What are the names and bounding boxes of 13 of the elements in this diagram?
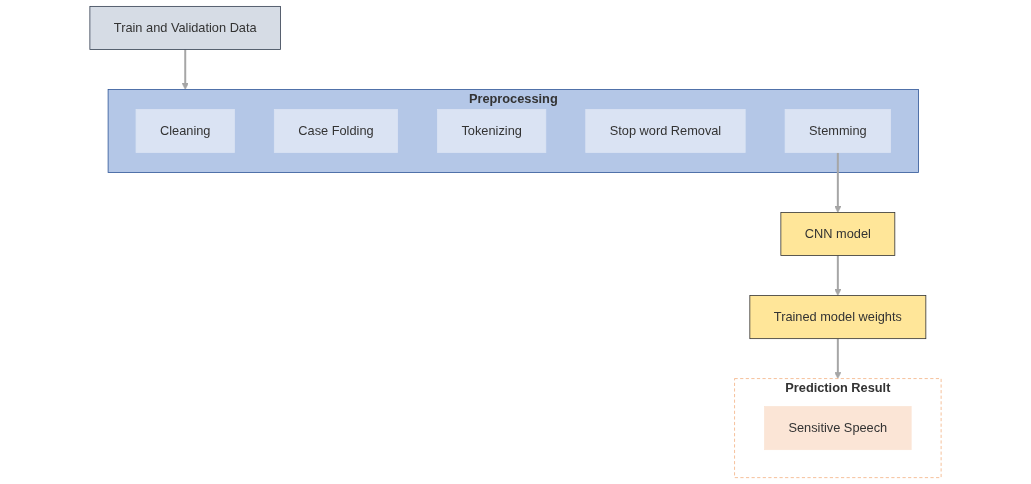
arrow: [834, 254, 842, 296]
node-box: Stemming: [784, 109, 891, 153]
node-box: Tokenizing: [437, 109, 547, 153]
node-box: Trained model weights: [749, 295, 927, 340]
arrow: [181, 48, 189, 90]
node-box: Stop word Removal: [585, 109, 746, 153]
node-box: Cleaning: [135, 109, 235, 153]
node-box: Case Folding: [273, 109, 398, 153]
node-box: CNN model: [780, 212, 896, 256]
node-box: Sensitive Speech: [764, 406, 912, 451]
arrow: [834, 151, 842, 213]
arrow: [834, 337, 842, 379]
node-box: Train and Validation Data: [89, 6, 281, 50]
